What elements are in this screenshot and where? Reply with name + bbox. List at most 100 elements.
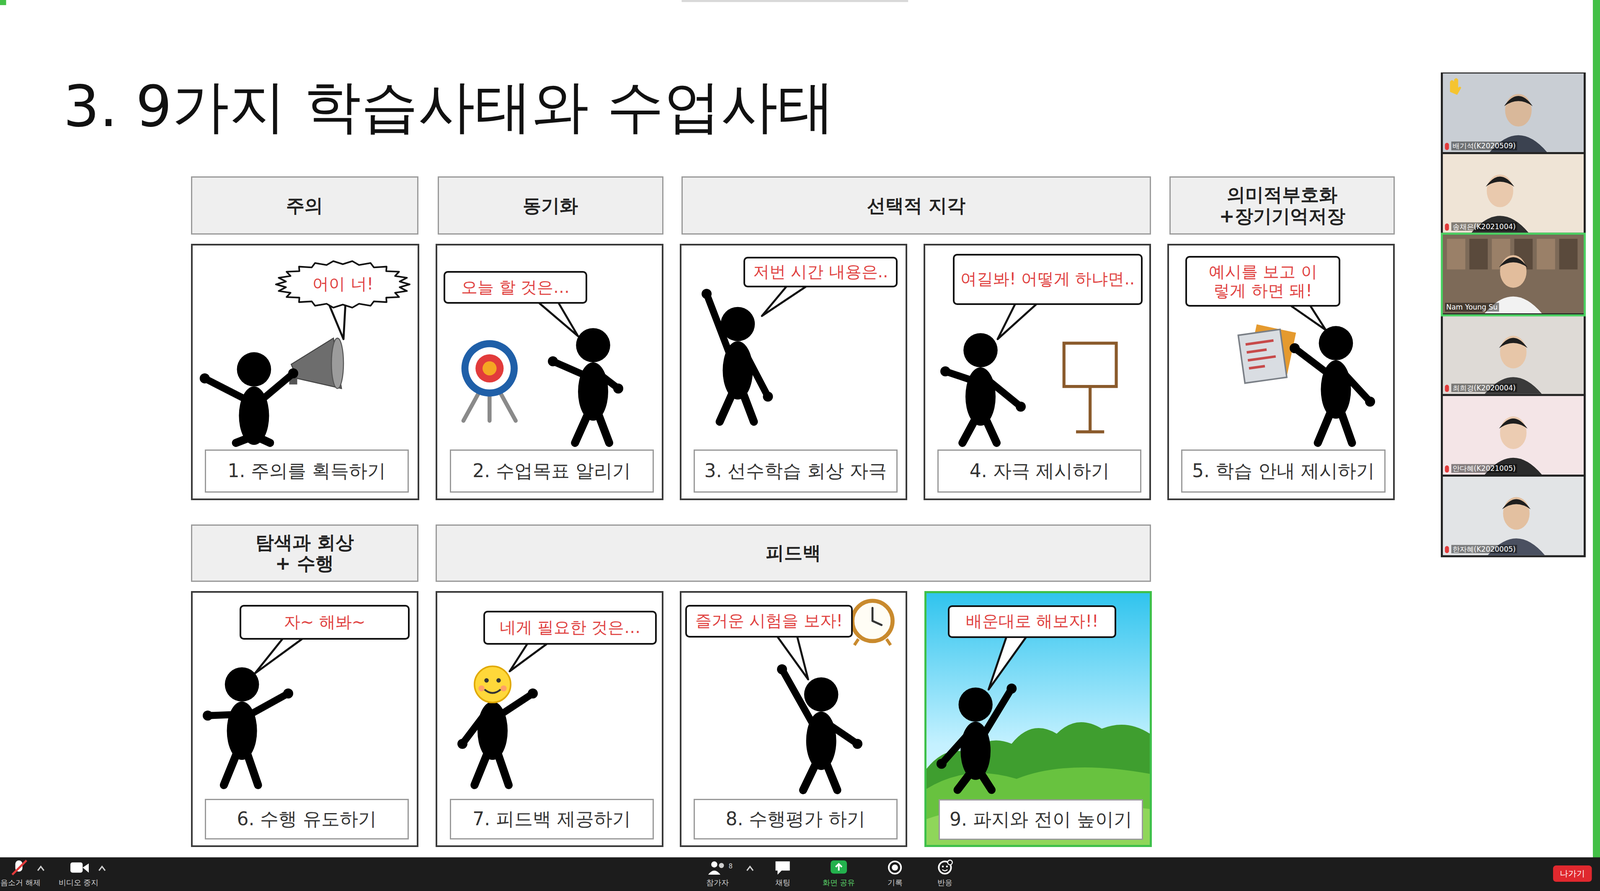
illustration-part (711, 861, 718, 868)
illustration-part (701, 289, 712, 300)
illustration-part (802, 762, 816, 790)
speech-bubble: 배운대로 해보자!! (947, 605, 1117, 638)
participant-name: 송채은(K2021004) (1451, 222, 1518, 231)
bubble-text: 배운대로 해보자!! (965, 611, 1099, 631)
illustration-part (1499, 257, 1528, 268)
panel-caption: 2. 수업목표 알리기 (449, 449, 654, 493)
illustration-part (475, 354, 504, 383)
illustration-part (681, 0, 909, 3)
illustration-part (940, 366, 951, 377)
illustration-part (1442, 315, 1584, 395)
illustration-part (537, 301, 579, 337)
illustration-part (1442, 395, 1584, 475)
illustration-part (828, 724, 857, 744)
toolbar-label: 화면 공유 (822, 878, 856, 888)
illustration-part (852, 600, 893, 641)
illustration-part (204, 378, 246, 400)
illustration-part (872, 607, 882, 625)
illustration-part (941, 734, 968, 764)
illustration-part (776, 635, 808, 679)
illustration-part (1485, 176, 1515, 187)
caption-text: 9. 파지와 전이 높이기 (949, 808, 1133, 831)
caption-text: 5. 학습 안내 제시하기 (1192, 460, 1375, 482)
stage-header: 선택적 지각 (681, 176, 1151, 235)
cartoon-panel: 즐거운 시험을 보자!8. 수행평가 하기 (679, 590, 908, 847)
speech-bubble: 저번 시간 내용은.. (743, 256, 898, 288)
header-text: 주의 (286, 195, 323, 217)
illustration-part (718, 862, 724, 868)
illustration-part (484, 677, 490, 683)
illustration-part (1317, 411, 1331, 444)
illustration-part (775, 861, 790, 875)
toolbar-label: 8 (728, 862, 733, 870)
illustration-part (509, 642, 548, 671)
illustration-part (1063, 343, 1117, 387)
illustration-part (1592, 0, 1600, 891)
participant-name: 안다혜(K2021005) (1451, 464, 1518, 473)
illustration-part (1442, 234, 1584, 314)
illustration-part (745, 354, 768, 397)
panel-caption: 4. 자극 제시하기 (937, 449, 1142, 493)
illustration-part (1289, 343, 1300, 354)
bubble-text: 예시를 보고 이렇게 하면 돼! (1202, 262, 1324, 301)
speech-bubble: 어이 너! (273, 258, 412, 310)
illustration-part (462, 714, 485, 744)
illustration-part (926, 767, 1150, 846)
panel-caption: 1. 주의를 획득하기 (204, 449, 409, 493)
illustration-part (224, 666, 259, 702)
illustration-part (82, 863, 89, 873)
cartoon-panel: 어이 너! 1. 주의를 획득하기 (190, 243, 420, 500)
illustration-part (888, 861, 901, 874)
header-text: 선택적 지각 (867, 195, 966, 217)
illustration-part (1440, 72, 1586, 558)
illustration-part (1442, 73, 1584, 153)
illustration-part (835, 863, 842, 871)
cartoon-panel: 오늘 할 것은…2. 수업목표 알리기 (435, 243, 664, 500)
illustration-part (1441, 233, 1585, 316)
illustration-part (1442, 476, 1584, 556)
illustration-part (1499, 337, 1528, 348)
illustration-part (947, 859, 953, 865)
illustration-part (963, 332, 998, 368)
illustration-part (1504, 95, 1533, 106)
toolbar-label: 참가자 (706, 878, 729, 888)
illustration-part (1445, 545, 1450, 553)
illustration-part (552, 361, 586, 376)
illustration-part (283, 688, 294, 699)
illustration-part (474, 665, 511, 703)
cartoon-panel: 저번 시간 내용은.. 3. 선수학습 회상 자극 (679, 243, 908, 500)
caption-text: 2. 수업목표 알리기 (472, 460, 631, 482)
illustration-part (1501, 498, 1531, 509)
illustration-part (1553, 865, 1593, 882)
illustration-part (762, 391, 773, 402)
illustration-part (746, 866, 754, 871)
illustration-part (1365, 396, 1376, 407)
speech-bubble: 예시를 보고 이렇게 하면 돼! (1185, 255, 1341, 308)
illustration-part (246, 752, 258, 785)
panel-caption: 5. 학습 안내 제시하기 (1181, 449, 1386, 493)
illustration-part (474, 752, 488, 785)
participant-name: 한자혜(K2020005) (1451, 544, 1518, 553)
caption-text: 3. 선수학습 회상 자극 (704, 460, 887, 482)
illustration-part (720, 307, 755, 342)
cartoon-panel: 여길봐! 어떻게 하냐면..4. 자극 제시하기 (923, 243, 1151, 500)
illustration-part (776, 663, 788, 674)
illustration-part (202, 710, 213, 721)
header-text: 동기화 (522, 195, 579, 217)
illustration-part (249, 693, 288, 715)
caption-text: 1. 주의를 획득하기 (227, 460, 386, 482)
panel-caption: 9. 파지와 전이 높이기 (938, 799, 1143, 840)
illustration-part (547, 356, 558, 367)
illustration-part (0, 857, 1600, 891)
illustration-part (496, 677, 501, 683)
cartoon-panel: 네게 필요한 것은…7. 피드백 제공하기 (435, 590, 664, 847)
toolbar-label: 반응 (937, 878, 953, 888)
illustration-part (891, 864, 899, 871)
illustration-part (199, 373, 210, 384)
panel-caption: 3. 선수학습 회상 자극 (693, 449, 898, 493)
illustration-part (1445, 223, 1450, 231)
illustration-part (457, 738, 468, 749)
illustration-part (223, 752, 237, 785)
illustration-part (1442, 154, 1584, 233)
